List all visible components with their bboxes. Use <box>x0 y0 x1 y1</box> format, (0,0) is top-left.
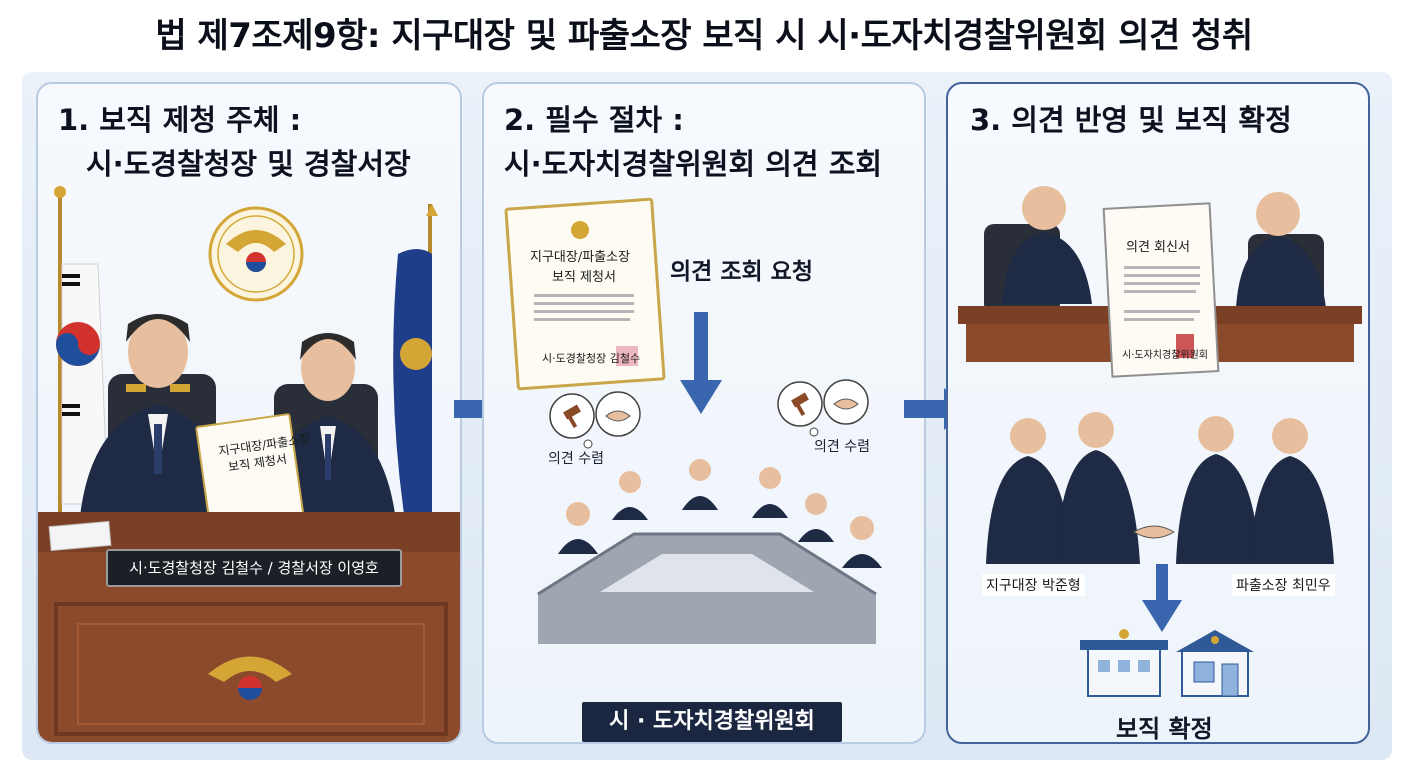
handshake-icon <box>605 410 631 422</box>
step2-heading-line2: 시·도자치경찰위원회 의견 조회 <box>504 147 883 181</box>
handshake-icon <box>833 398 859 410</box>
officer-figure <box>1236 192 1326 308</box>
panel-step-2: 2. 필수 절차 : 시·도자치경찰위원회 의견 조회 지구대장/파출소장 보직… <box>482 82 926 744</box>
step3-heading: 3. 의견 반영 및 보직 확정 <box>970 103 1292 137</box>
reply-doc-title: 의견 회신서 <box>1126 240 1190 255</box>
police-emblem-icon <box>208 206 304 302</box>
step1-heading: 1. 보직 제청 주체 : 시·도경찰청장 및 경찰서장 <box>58 98 450 186</box>
step1-heading-line1: 1. 보직 제청 주체 : <box>58 103 302 137</box>
page-title: 법 제7조제9항: 지구대장 및 파출소장 보직 시 시·도자치경찰위원회 의견… <box>155 16 1253 56</box>
step3-illustration <box>958 186 1362 697</box>
police-station-icon <box>1176 630 1254 697</box>
officer-label-right: 파출소장 최민우 <box>1232 574 1335 596</box>
thought-bubble-left <box>549 391 641 449</box>
thought-label-left: 의견 수렴 <box>548 451 604 467</box>
panel-step-3: 3. 의견 반영 및 보직 확정 의견 회신서 시·도자치경찰위원회 지구대장 … <box>946 82 1370 744</box>
police-station-icon <box>1080 629 1168 697</box>
arrow-down-icon <box>1142 564 1182 632</box>
police-flag-icon <box>393 204 438 534</box>
arrow-down-icon <box>680 312 722 414</box>
committee-nameplate: 시 · 도자치경찰위원회 <box>582 702 842 742</box>
officer-figure <box>1002 186 1092 304</box>
reply-document <box>1102 202 1220 378</box>
step1-heading-line2: 시·도경찰청장 및 경찰서장 <box>86 147 411 181</box>
step2-heading: 2. 필수 절차 : 시·도자치경찰위원회 의견 조회 <box>504 98 914 186</box>
committee-members <box>558 459 882 568</box>
korean-flag-icon <box>54 186 109 534</box>
proposal-document <box>504 197 666 391</box>
officer-group <box>986 412 1334 564</box>
confirm-label: 보직 확정 <box>1116 715 1213 743</box>
request-label: 의견 조회 요청 <box>670 259 813 285</box>
step2-doc-title: 지구대장/파출소장 <box>530 250 631 265</box>
step2-doc-subtitle: 보직 제청서 <box>552 270 616 285</box>
step2-doc-signature: 시·도경찰청장 김철수 <box>542 352 641 365</box>
gavel-icon <box>563 404 581 429</box>
thought-bubble-right <box>777 379 869 437</box>
panel-step-1: 1. 보직 제청 주체 : 시·도경찰청장 및 경찰서장 지구대장/파출소장 보… <box>36 82 462 744</box>
reply-doc-signature: 시·도자치경찰위원회 <box>1122 350 1208 361</box>
police-emblem-icon <box>208 656 292 700</box>
step2-heading-line1: 2. 필수 절차 : <box>504 103 684 137</box>
nameplate: 시·도경찰청장 김철수 / 경찰서장 이영호 <box>106 549 402 587</box>
step2-illustration <box>504 197 882 644</box>
officer-label-left: 지구대장 박준형 <box>982 574 1085 596</box>
gavel-icon <box>791 392 809 417</box>
handshake-icon <box>1133 525 1175 539</box>
thought-label-right: 의견 수렴 <box>814 439 870 455</box>
